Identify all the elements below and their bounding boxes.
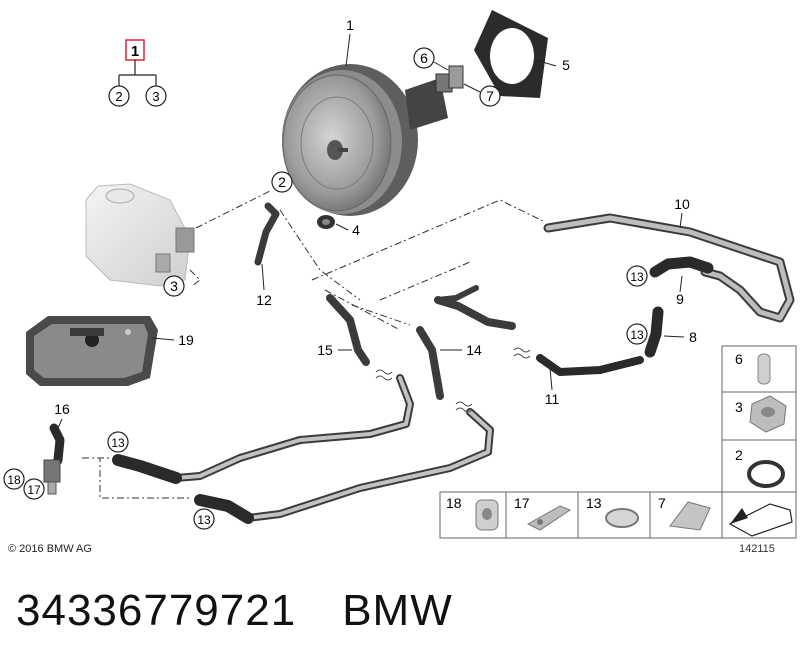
cover-panel: [26, 316, 158, 386]
callout-16: 16: [54, 401, 70, 417]
callout-17: 17: [27, 483, 41, 497]
legend-tree-right: 3: [152, 89, 159, 104]
callout-13-a: 13: [630, 270, 644, 284]
break-marks: [375, 347, 531, 413]
callout-8: 8: [689, 329, 697, 345]
hoses: [47, 202, 795, 524]
callout-11: 11: [545, 391, 560, 407]
sensor: [43, 459, 61, 495]
inset-right-label-6: 6: [735, 351, 743, 367]
callout-12: 12: [256, 292, 272, 308]
callout-13-d: 13: [197, 513, 211, 527]
callout-15: 15: [317, 342, 333, 358]
footer-caption: 34336779721 BMW: [16, 586, 453, 636]
inset-table-bottom: 18 17 13 7: [439, 491, 797, 539]
inset-bottom-label-7: 7: [658, 495, 666, 511]
inset-right-label-3: 3: [735, 399, 743, 415]
legend-tree-top: 1: [131, 43, 139, 60]
inset-table-right: 6 3 2: [721, 345, 797, 495]
grommet-seal: [317, 215, 335, 229]
callout-5: 5: [562, 57, 570, 73]
callout-18: 18: [7, 473, 21, 487]
callout-13-c: 13: [111, 436, 125, 450]
diagram-number: 142115: [739, 543, 775, 555]
callouts: 1 5 2 6 7 4 3 10 13 9 13 8 12 19 15 14: [3, 17, 697, 530]
inset-bottom-label-13: 13: [586, 495, 602, 511]
callout-7: 7: [486, 88, 494, 104]
callout-13-b: 13: [630, 328, 644, 342]
legend-tree: 1 2 3: [108, 39, 167, 107]
callout-4: 4: [352, 222, 360, 238]
callout-2: 2: [278, 174, 286, 190]
brand-name: BMW: [342, 586, 453, 635]
callout-6: 6: [420, 50, 428, 66]
callout-19: 19: [178, 332, 194, 348]
callout-9: 9: [676, 291, 684, 307]
brake-fluid-reservoir: [85, 183, 195, 287]
inset-bottom-label-17: 17: [514, 495, 530, 511]
callout-14: 14: [466, 342, 482, 358]
inset-bottom-label-18: 18: [446, 495, 462, 511]
copyright-notice: © 2016 BMW AG: [8, 543, 92, 555]
inset-right-label-2: 2: [735, 447, 743, 463]
part-number: 34336779721: [16, 586, 297, 635]
brake-booster: [282, 64, 464, 216]
callout-1: 1: [346, 17, 354, 33]
gasket-ring: [474, 10, 548, 98]
callout-3: 3: [170, 278, 178, 294]
legend-tree-left: 2: [115, 89, 122, 104]
callout-10: 10: [674, 196, 690, 212]
parts-diagram: 1 2 3: [3, 10, 797, 539]
